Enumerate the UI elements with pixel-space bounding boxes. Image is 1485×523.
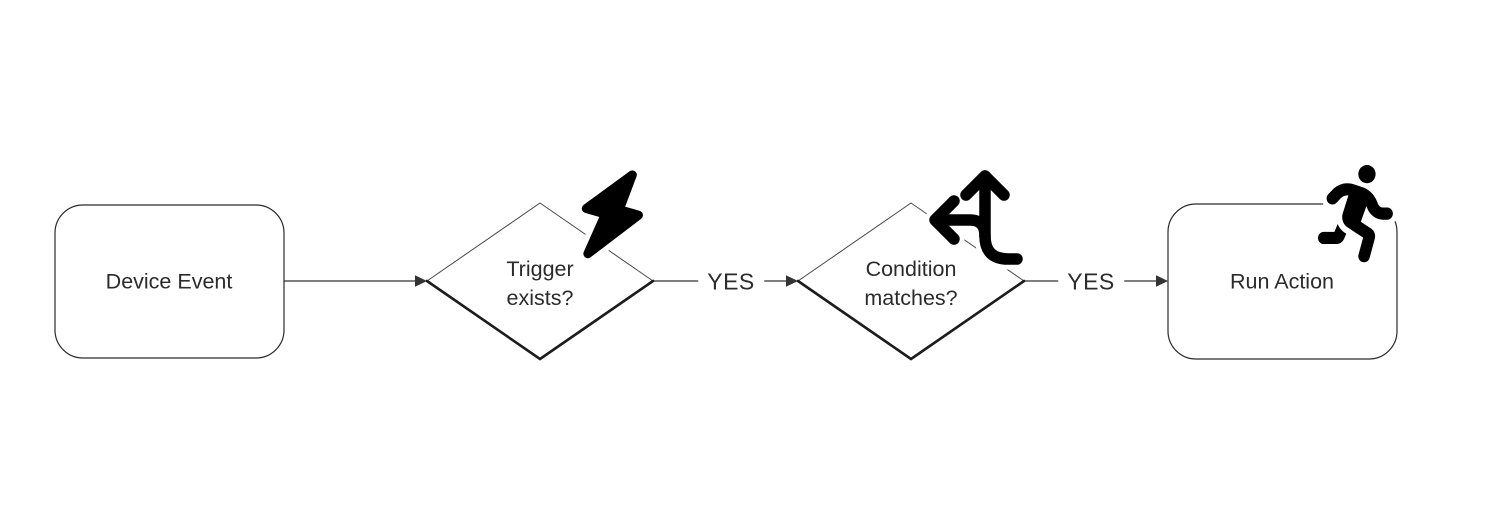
edge-trigger-to-condition [653, 275, 798, 287]
lightning-bolt-icon [576, 164, 649, 264]
edge-condition-to-run-action [1024, 275, 1168, 287]
icon-glyph [581, 170, 643, 259]
icon-glyph [929, 170, 1023, 265]
split-arrows-up-left-icon [924, 165, 1028, 270]
edge-device-event-to-trigger [284, 275, 427, 287]
diamond-thick-edge [425, 279, 655, 361]
icon-glyph [1318, 165, 1393, 263]
arrowhead-icon [786, 275, 798, 287]
device-event-node [54, 204, 285, 359]
arrowhead-icon [415, 275, 427, 287]
diamond-thick-edge [796, 279, 1026, 361]
arrowhead-icon [1156, 275, 1168, 287]
running-person-icon [1313, 159, 1398, 268]
